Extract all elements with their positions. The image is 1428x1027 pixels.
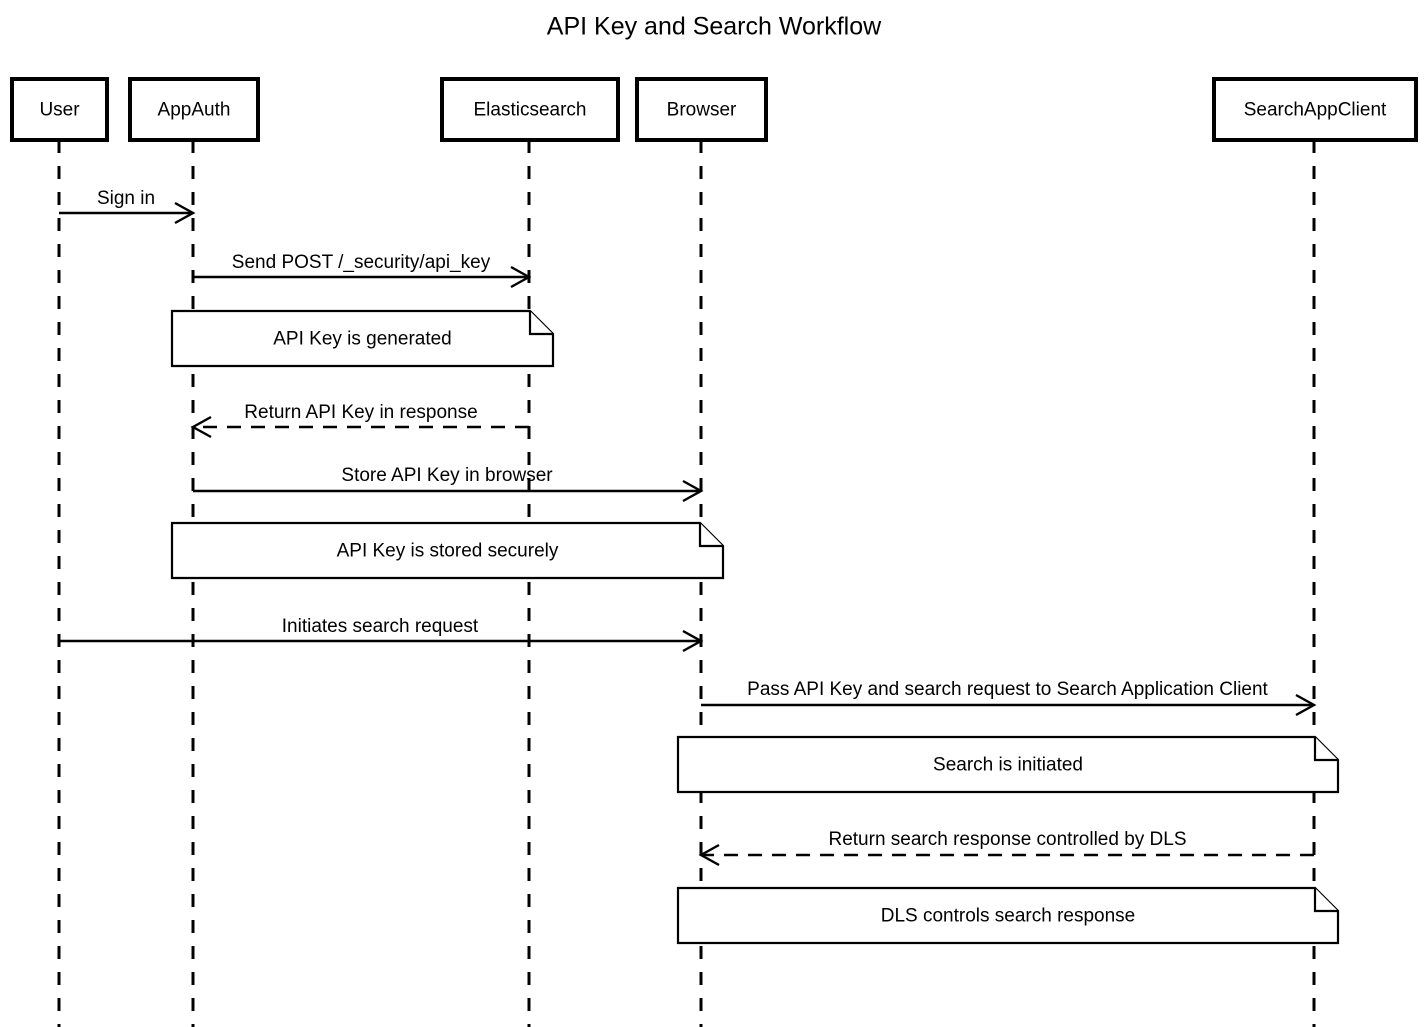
message-arrowhead-m5 — [682, 629, 704, 653]
participant-label-es: Elasticsearch — [474, 100, 587, 121]
message-label-m3: Return API Key in response — [244, 402, 477, 423]
note-body-n2 — [170, 521, 725, 580]
participant-es[interactable]: Elasticsearch — [440, 77, 620, 142]
message-arrowhead-m4 — [682, 479, 704, 503]
note-fold-n4 — [1313, 888, 1338, 913]
note-label-n3: Search is initiated — [933, 755, 1083, 776]
note-label-n1: API Key is generated — [273, 329, 452, 350]
message-m1: Sign in — [59, 188, 196, 225]
note-body-n1 — [170, 309, 555, 368]
message-label-m7: Return search response controlled by DLS — [828, 829, 1186, 850]
message-m2: Send POST /_security/api_key — [193, 252, 532, 289]
participant-box-appauth — [128, 77, 260, 142]
message-label-m2: Send POST /_security/api_key — [232, 252, 491, 273]
note-fold-n3 — [1313, 737, 1338, 762]
message-m4: Store API Key in browser — [193, 465, 704, 503]
message-arrowhead-m7 — [698, 843, 720, 867]
note-fold-n1 — [528, 311, 553, 336]
note-label-n4: DLS controls search response — [881, 906, 1136, 927]
message-label-m1: Sign in — [97, 188, 155, 209]
participant-label-browser: Browser — [667, 100, 737, 121]
note-n2: API Key is stored securely — [170, 521, 725, 580]
note-n1: API Key is generated — [170, 309, 555, 368]
messages-layer: Sign in Send POST /_security/api_keyRetur… — [59, 188, 1317, 867]
note-fold-n2 — [698, 523, 723, 548]
participant-box-es — [440, 77, 620, 142]
diagram-title: API Key and Search Workflow — [547, 13, 882, 41]
message-arrowhead-m2 — [510, 265, 532, 289]
message-m5: Initiates search request — [59, 616, 704, 653]
message-arrowhead-m1 — [174, 201, 196, 225]
lifelines-layer — [57, 140, 1316, 1027]
participant-user[interactable]: User — [10, 77, 109, 142]
message-label-m5: Initiates search request — [282, 616, 479, 637]
note-body-n3 — [676, 735, 1340, 794]
note-n4: DLS controls search response — [676, 886, 1340, 945]
message-arrowhead-m3 — [190, 415, 212, 439]
participant-sac[interactable]: SearchAppClient — [1212, 77, 1418, 142]
participant-browser[interactable]: Browser — [635, 77, 768, 142]
note-body-n4 — [676, 886, 1340, 945]
participant-box-browser — [635, 77, 768, 142]
message-m7: Return search response controlled by DLS — [698, 829, 1314, 867]
message-label-m6: Pass API Key and search request to Searc… — [747, 679, 1268, 700]
participant-appauth[interactable]: AppAuth — [128, 77, 260, 142]
message-m3: Return API Key in response — [190, 402, 529, 439]
participant-label-appauth: AppAuth — [158, 100, 231, 121]
participant-label-user: User — [39, 100, 80, 121]
message-label-m4: Store API Key in browser — [341, 465, 553, 486]
message-arrowhead-m6 — [1295, 693, 1317, 717]
participant-label-sac: SearchAppClient — [1244, 100, 1387, 121]
actors-layer: User AppAuth Elasticsearch Browser SearchApp… — [10, 77, 1418, 142]
participant-box-user — [10, 77, 109, 142]
note-label-n2: API Key is stored securely — [337, 541, 559, 562]
message-m6: Pass API Key and search request to Searc… — [701, 679, 1317, 717]
participant-box-sac — [1212, 77, 1418, 142]
note-n3: Search is initiated — [676, 735, 1340, 794]
